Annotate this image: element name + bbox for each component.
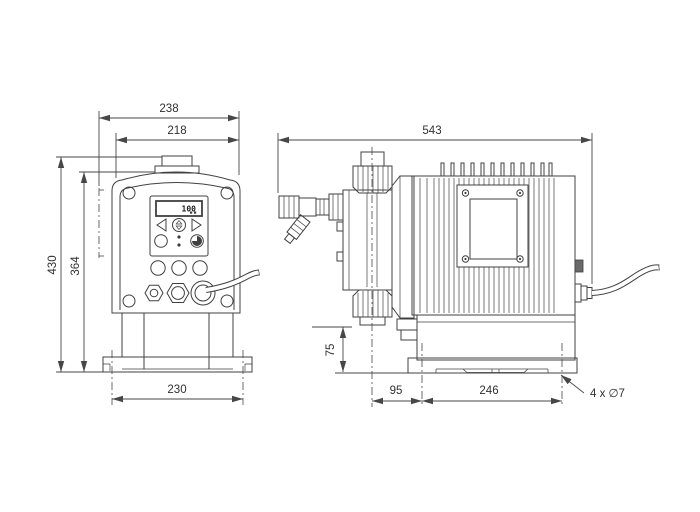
dim-total-height: 430 [47, 156, 162, 373]
lcd-value: 100 [182, 205, 197, 214]
top-cap [154, 155, 200, 174]
dim-label-4x7: 4 x ∅7 [590, 388, 625, 400]
motor-housing [411, 162, 576, 316]
dimension-annotations: 238 218 430 364 230 [47, 103, 625, 405]
dim-cover-height: 364 [70, 171, 155, 372]
rear-cable-gland [574, 283, 593, 303]
rear-connector [574, 259, 584, 273]
right-arrow-button-icon [191, 218, 202, 232]
cable-glands [144, 280, 216, 306]
pump-base-side [396, 314, 578, 374]
dim-label-543: 543 [422, 125, 441, 137]
dim-mounting-holes: 4 x ∅7 [560, 374, 625, 400]
start-stop-button-icon [190, 234, 204, 248]
dim-front-width-total: 238 [98, 103, 240, 186]
dim-front-cover-width: 218 [115, 125, 239, 178]
led-indicator [177, 235, 181, 239]
dim-valve-clearance: 75 [312, 326, 408, 374]
hose-barb [283, 214, 311, 245]
cover-screws [122, 186, 234, 308]
led-indicator [177, 243, 181, 247]
left-arrow-button-icon [156, 218, 167, 232]
set-button-icon [154, 234, 168, 248]
dim-total-length: 543 [277, 125, 593, 284]
menu-button-icon [172, 218, 186, 232]
power-cable [205, 269, 260, 293]
side-view-pump [278, 151, 660, 374]
pump-base-front [102, 312, 253, 373]
dim-head-to-foot-hole: 95 [372, 385, 422, 405]
pump-body-outline [111, 171, 241, 314]
multifunction-valve [278, 193, 344, 245]
dosing-head [336, 189, 393, 291]
discharge-valve [352, 151, 393, 194]
rear-power-cable [591, 264, 660, 296]
control-panel: 100 [149, 195, 209, 257]
front-view-pump: 100 [102, 155, 260, 373]
dim-label-218: 218 [167, 125, 186, 137]
head-flange [391, 175, 415, 319]
dim-label-246: 246 [479, 385, 498, 397]
blind-plugs [150, 260, 208, 276]
dim-foot-hole-spacing: 246 [422, 385, 563, 405]
lcd-display [155, 200, 203, 217]
nameplate-panel [456, 184, 529, 268]
dim-label-238: 238 [159, 103, 178, 115]
dim-label-75: 75 [325, 344, 337, 357]
suction-valve [352, 289, 393, 326]
dim-label-430: 430 [47, 255, 59, 274]
dim-label-95: 95 [390, 385, 403, 397]
dim-front-foot-spacing: 230 [111, 384, 243, 403]
dim-label-230: 230 [167, 384, 186, 396]
dim-label-364: 364 [70, 256, 82, 276]
